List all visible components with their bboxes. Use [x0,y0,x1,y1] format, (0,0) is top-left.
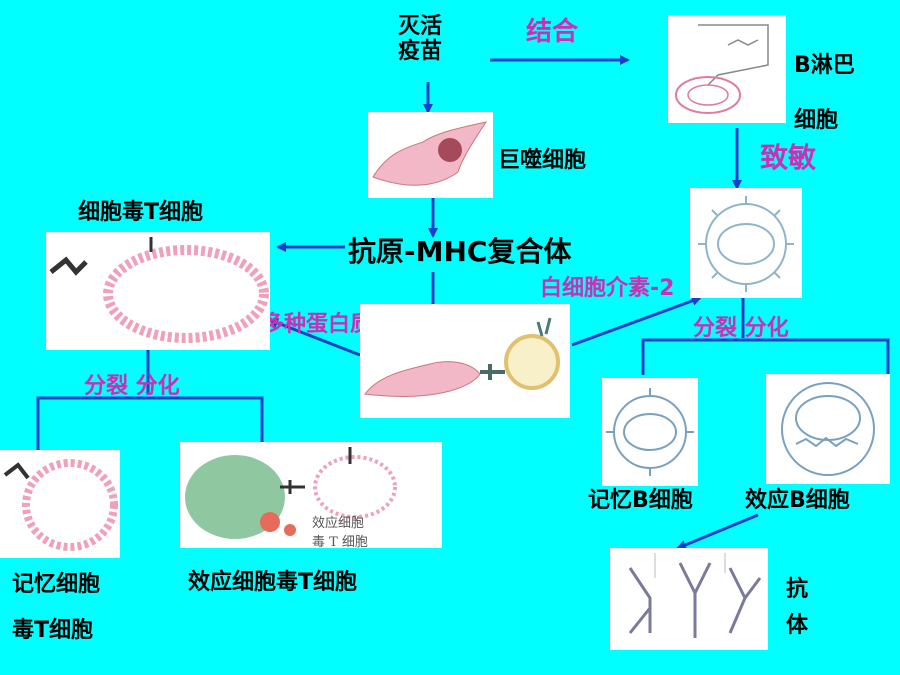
bind-label: 结合 [526,17,579,47]
il2-label: 白细胞介素-2 [540,276,675,301]
memory-b-label: 记忆B细胞 [588,488,693,513]
effector-t-image-caption-line1: 效应细胞 [312,516,365,531]
bracket-right [641,338,890,375]
vaccine-label-line2: 疫苗 [398,39,443,65]
cytotoxic-t-label: 细胞毒T细胞 [78,200,204,225]
effector-b-image [766,374,890,484]
b-cell-image [668,15,786,123]
b-cell-label: B淋巴 细胞 [794,38,855,148]
cytotoxic-t-image [46,232,270,350]
memory-t-label-line2: 毒T细胞 [12,618,94,644]
sensitized-b-cell-image [690,188,802,298]
memory-t-label: 记忆细胞 毒T细胞 [12,562,100,654]
antigen-mhc-label: 抗原-MHC复合体 [348,235,572,268]
effector-t-image-caption-line2: 毒 T 细胞 [312,535,368,548]
b-cell-label-line1: B淋巴 [794,53,855,78]
effector-t-image: 效应细胞 毒 T 细胞 [180,442,442,548]
memory-b-image [602,378,698,486]
memory-t-image [0,450,120,558]
proteins-label: 多种蛋白质 [262,312,373,337]
antibody-label-line2: 体 [786,613,809,639]
macrophage-image [368,112,493,198]
divide-diff-right-label: 分裂 分化 [693,316,789,341]
arrow-il2-to-sensitized [571,296,702,347]
antibody-label: 抗 体 [786,572,808,645]
memory-t-label-line1: 记忆细胞 [12,572,101,597]
arrow-effector-b-to-antibody [676,513,759,550]
effector-t-image-caption: 效应细胞 毒 T 细胞 [312,512,368,548]
macrophage-label: 巨噬细胞 [498,148,587,173]
antibody-image [610,548,768,650]
divide-diff-left-label: 分裂 分化 [84,374,180,399]
b-cell-label-line2: 细胞 [794,108,839,133]
sensitize-label: 致敏 [760,141,817,174]
interaction-image [360,304,570,418]
effector-t-label: 效应细胞毒T细胞 [188,570,358,595]
effector-b-label: 效应B细胞 [745,488,850,513]
antibody-label-line1: 抗 [786,577,809,602]
vaccine-label: 灭活 疫苗 [398,14,442,65]
vaccine-label-line1: 灭活 [398,14,443,39]
